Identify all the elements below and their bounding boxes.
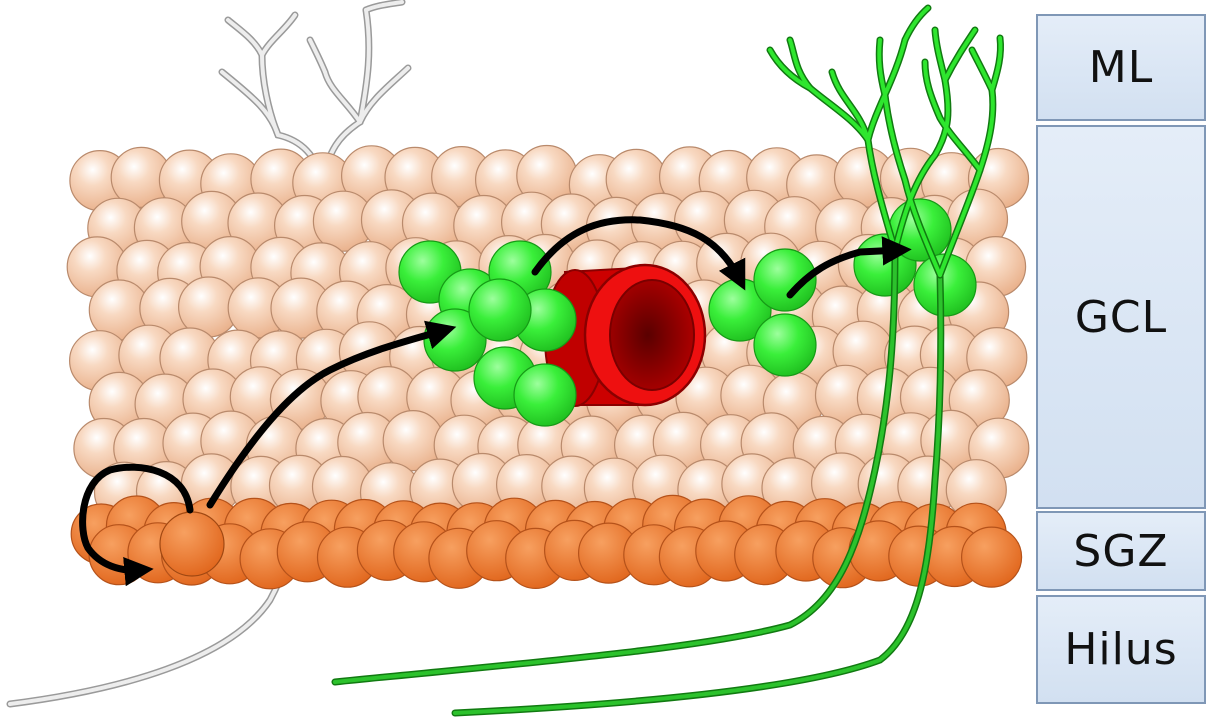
layer-hilus-box: Hilus (1036, 595, 1206, 704)
subgranular-zone-cells (71, 495, 1021, 588)
layer-ml-label: ML (1089, 42, 1153, 93)
newborn-neuron-icon (514, 364, 576, 426)
layer-ml-box: ML (1036, 14, 1206, 121)
layer-sgz-label: SGZ (1073, 526, 1168, 577)
newborn-neuron-icon (469, 279, 531, 341)
stem-cell-icon (160, 512, 224, 576)
layer-gcl-box: GCL (1036, 125, 1206, 509)
layer-sgz-box: SGZ (1036, 511, 1206, 591)
newborn-neuron-icon (754, 314, 816, 376)
stem-cell-icon (962, 527, 1022, 587)
layer-gcl-label: GCL (1075, 292, 1167, 343)
layer-hilus-label: Hilus (1064, 624, 1177, 675)
